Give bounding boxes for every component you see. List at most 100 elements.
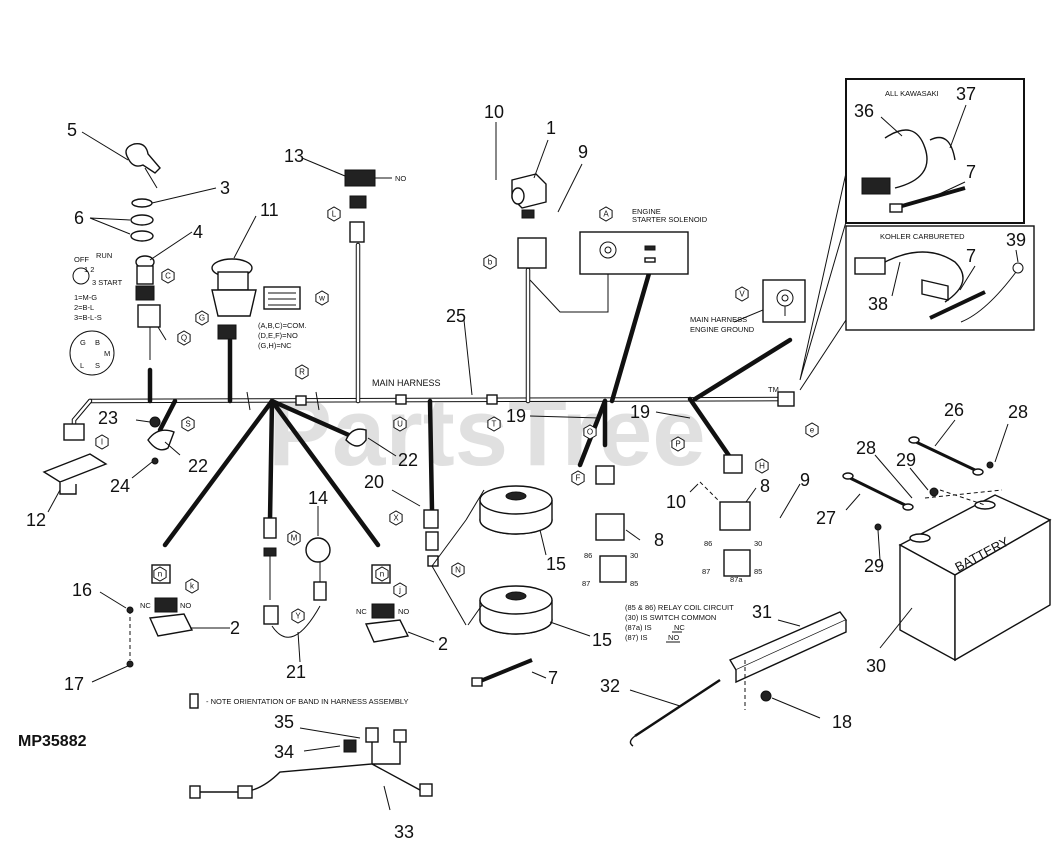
svg-text:85: 85	[754, 567, 762, 576]
callout-c13: 13	[284, 146, 304, 166]
hex-label-j: j	[393, 582, 407, 598]
callout-c31: 31	[752, 602, 772, 622]
svg-text:(D,E,F)=NO: (D,E,F)=NO	[258, 331, 298, 340]
seat-switch-bracket[interactable]	[42, 423, 108, 495]
all-kawasaki-inset: ALL KAWASAKI	[799, 78, 1025, 381]
svg-text:3 START: 3 START	[92, 278, 123, 287]
callout-c10b: 10	[666, 492, 686, 512]
accessory-harness[interactable]	[189, 693, 433, 799]
hex-label-S: S	[181, 416, 195, 432]
svg-text:STARTER SOLENOID: STARTER SOLENOID	[632, 215, 708, 224]
svg-text:X: X	[393, 514, 399, 523]
callout-c23: 23	[98, 408, 118, 428]
svg-text:85: 85	[630, 579, 638, 588]
svg-text:L: L	[80, 361, 84, 370]
svg-text:30: 30	[630, 551, 638, 560]
relay-left[interactable]: 86 30 85 87	[582, 465, 638, 588]
relay-right[interactable]: 86 30 85 87 87a	[699, 454, 762, 584]
in-line-fuse[interactable]	[345, 428, 367, 447]
svg-text:n: n	[158, 570, 162, 579]
hex-label-X: X	[389, 510, 403, 526]
callout-c1: 1	[546, 118, 556, 138]
svg-text:(87a) IS: (87a) IS	[625, 623, 652, 632]
svg-text:I: I	[101, 438, 103, 447]
relay-legend: (85 & 86) RELAY COIL CIRCUIT (30) IS SWI…	[625, 603, 734, 643]
svg-text:j: j	[398, 586, 401, 595]
callout-c33: 33	[394, 822, 414, 842]
svg-text:1 2: 1 2	[84, 265, 94, 274]
battery[interactable]: BATTERY	[898, 494, 1052, 662]
callout-c37: 37	[956, 84, 976, 104]
svg-text:ENGINE: ENGINE	[632, 207, 661, 216]
svg-text:T: T	[492, 420, 497, 429]
hex-label-M: M	[287, 530, 301, 546]
battery-cables[interactable]	[842, 436, 1003, 531]
connector-x[interactable]	[423, 509, 467, 626]
callout-c30: 30	[866, 656, 886, 676]
svg-text:1=M-G: 1=M-G	[74, 293, 97, 302]
callout-c26: 26	[944, 400, 964, 420]
engine-starter-solenoid-box: ENGINE STARTER SOLENOID	[579, 207, 708, 275]
hex-label-w: w	[315, 290, 329, 306]
svg-text:NC: NC	[140, 601, 151, 610]
callout-c36: 36	[854, 101, 874, 121]
svg-text:S: S	[185, 420, 190, 429]
callout-c39: 39	[1006, 230, 1026, 250]
svg-text:RUN: RUN	[96, 251, 112, 260]
hex-label-C: C	[161, 268, 175, 284]
hex-label-k: k	[185, 578, 199, 594]
callout-c10a: 10	[484, 102, 504, 122]
callout-c12: 12	[26, 510, 46, 530]
svg-text:M: M	[291, 534, 298, 543]
hex-label-V: V	[735, 286, 749, 302]
engine-ground-box: MAIN HARNESS ENGINE GROUND	[690, 279, 806, 334]
callout-c28b: 28	[1008, 402, 1028, 422]
svg-text:Y: Y	[295, 612, 301, 621]
callout-c17: 17	[64, 674, 84, 694]
hex-label-F: F	[571, 470, 585, 486]
callout-c22a: 22	[188, 456, 208, 476]
svg-text:C: C	[165, 272, 171, 281]
svg-text:NC: NC	[356, 607, 367, 616]
svg-text:NO: NO	[398, 607, 409, 616]
callout-leaders	[47, 104, 1019, 811]
sensor-harness[interactable]	[263, 517, 331, 638]
starter-solenoid[interactable]	[511, 173, 609, 313]
ignition-key[interactable]	[125, 143, 161, 189]
callout-c18: 18	[832, 712, 852, 732]
ignition-switch[interactable]	[130, 198, 167, 360]
callout-c29a: 29	[896, 450, 916, 470]
svg-text:k: k	[190, 582, 195, 591]
callout-c8a: 8	[654, 530, 664, 550]
svg-text:Q: Q	[181, 334, 187, 343]
svg-text:F: F	[576, 474, 581, 483]
svg-text:2=B-L: 2=B-L	[74, 303, 94, 312]
fuse-holder[interactable]	[147, 416, 175, 465]
svg-text:R: R	[299, 368, 305, 377]
pto-clutch-lower[interactable]	[467, 585, 553, 687]
pto-switch[interactable]	[211, 258, 301, 340]
svg-text:ENGINE GROUND: ENGINE GROUND	[690, 325, 755, 334]
svg-text:KOHLER CARBURETED: KOHLER CARBURETED	[880, 232, 965, 241]
callout-c34: 34	[274, 742, 294, 762]
battery-hold-down[interactable]	[629, 611, 848, 747]
svg-text:e: e	[810, 426, 815, 435]
callout-c7c: 7	[548, 668, 558, 688]
svg-text:3=B-L-S: 3=B-L-S	[74, 313, 102, 322]
svg-text:87a: 87a	[730, 575, 743, 584]
callout-c5: 5	[67, 120, 77, 140]
svg-text:NO: NO	[180, 601, 191, 610]
svg-text:V: V	[739, 290, 745, 299]
svg-text:A: A	[603, 210, 609, 219]
seat-switch[interactable]: NO	[344, 169, 406, 243]
callout-c7b: 7	[966, 246, 976, 266]
pto-clutch-upper[interactable]	[465, 485, 553, 535]
svg-text:NO: NO	[395, 174, 406, 183]
callout-c6: 6	[74, 208, 84, 228]
hex-label-R: R	[295, 364, 309, 380]
svg-text:b: b	[488, 258, 493, 267]
svg-text:(A,B,C)=COM.: (A,B,C)=COM.	[258, 321, 307, 330]
